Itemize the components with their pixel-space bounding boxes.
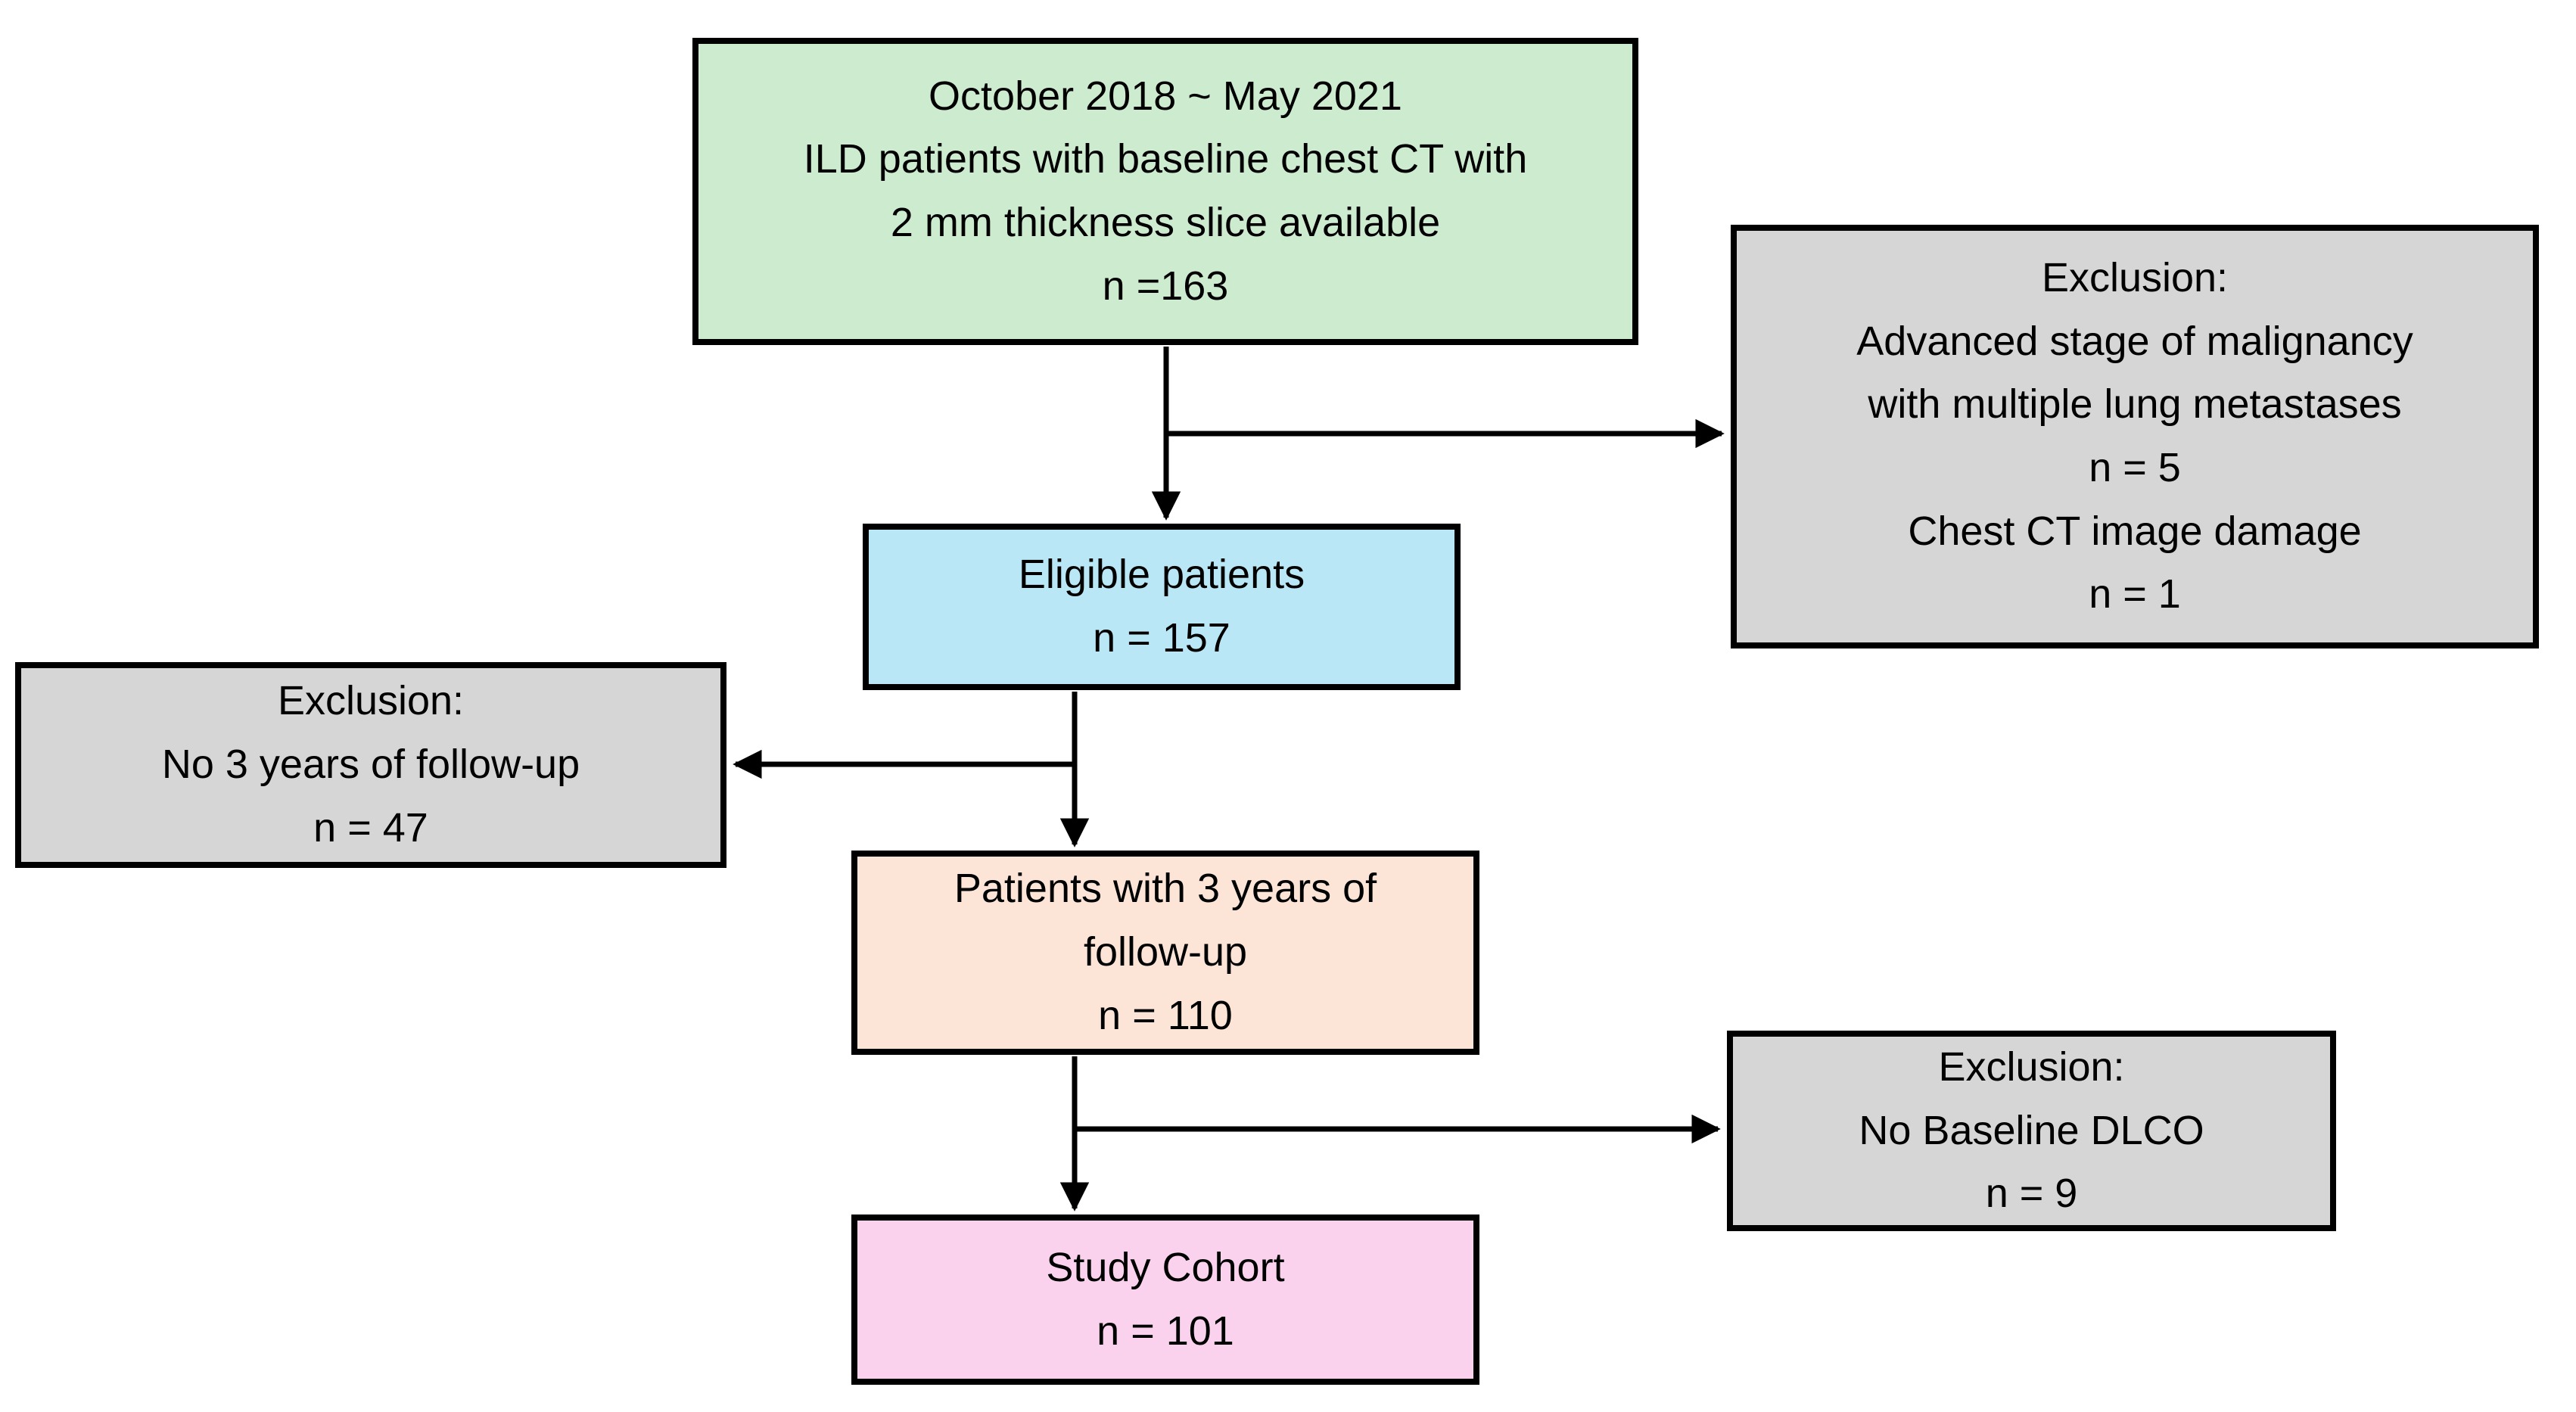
box-line: Advanced stage of malignancy: [1856, 318, 2413, 364]
box-line: October 2018 ~ May 2021: [929, 73, 1402, 119]
box-line: n = 1: [2089, 571, 2181, 617]
box-line: No Baseline DLCO: [1859, 1107, 2204, 1153]
box-line: with multiple lung metastases: [1868, 381, 2402, 428]
box-line: No 3 years of follow-up: [161, 742, 580, 788]
box-exclusion-no-dlco: Exclusion: No Baseline DLCO n = 9: [1727, 1031, 2336, 1231]
box-line: n = 9: [1985, 1171, 2078, 1217]
box-eligible-patients: Eligible patients n = 157: [863, 524, 1461, 690]
box-line: n = 101: [1097, 1308, 1234, 1354]
box-exclusion-malignancy: Exclusion: Advanced stage of malignancy …: [1731, 225, 2539, 648]
box-baseline-ild-patients: October 2018 ~ May 2021 ILD patients wit…: [692, 38, 1638, 345]
box-line: n = 110: [1098, 992, 1233, 1038]
box-line: n = 5: [2089, 445, 2181, 490]
box-patients-with-followup: Patients with 3 years of follow-up n = 1…: [851, 851, 1479, 1055]
box-line: 2 mm thickness slice available: [890, 200, 1441, 245]
box-exclusion-no-followup: Exclusion: No 3 years of follow-up n = 4…: [15, 662, 726, 868]
box-line: n = 47: [313, 804, 428, 851]
box-line: n =163: [1102, 263, 1229, 309]
box-line: Study Cohort: [1046, 1244, 1285, 1290]
box-line: Chest CT image damage: [1908, 508, 2362, 554]
box-study-cohort: Study Cohort n = 101: [851, 1215, 1479, 1385]
box-line: n = 157: [1093, 615, 1230, 661]
box-line: Exclusion:: [2041, 254, 2229, 300]
box-line: Eligible patients: [1018, 552, 1305, 598]
box-line: Patients with 3 years of: [954, 866, 1377, 912]
box-line: Exclusion:: [277, 678, 465, 724]
box-line: ILD patients with baseline chest CT with: [803, 136, 1528, 182]
box-line: Exclusion:: [1938, 1043, 2125, 1090]
box-line: follow-up: [1083, 929, 1248, 975]
